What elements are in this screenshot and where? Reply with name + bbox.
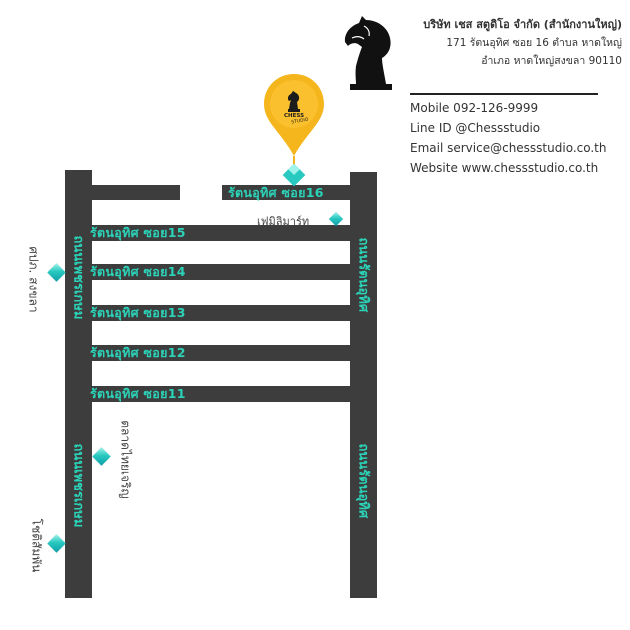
road-label-right-main-upper: ถนนรัตนอุทิศ	[355, 237, 371, 313]
road-label-right-main-lower: ถนนรัตนอุทิศ	[355, 443, 371, 519]
contact-info: Mobile 092-126-9999 Line ID @Chessstudio…	[410, 98, 607, 178]
location-pin-icon	[264, 74, 324, 187]
landmark-familymart: เฟมิลิมาร์ท	[257, 215, 310, 228]
pin-label-line1: CHESS	[284, 113, 305, 119]
road-label-soi16: รัตนอุทิศ ซอย16	[228, 185, 324, 200]
school-marker-icon[interactable]	[47, 534, 66, 553]
company-address-line2: อำเภอ หาดใหญ่สงขลา 90110	[481, 55, 622, 67]
company-address-line1: 171 รัตนอุทิศ ซอย 16 ตำบล หาดใหญ่	[446, 37, 622, 49]
road-soi15[interactable]	[92, 225, 350, 241]
post-office-marker-icon[interactable]	[47, 263, 66, 282]
familymart-marker-icon[interactable]	[328, 211, 344, 227]
road-soi12[interactable]	[92, 345, 350, 361]
road-label-soi12: รัตนอุทิศ ซอย12	[90, 345, 186, 360]
contact-mobile[interactable]: Mobile 092-126-9999	[410, 101, 539, 115]
landmark-post-office: ศปภ. สงขลา	[26, 246, 41, 313]
chess-knight-logo-icon	[344, 16, 392, 90]
landmark-school: โชติสัมพัน	[29, 518, 44, 573]
contact-website[interactable]: Website www.chessstudio.co.th	[410, 161, 599, 175]
road-soi16-left[interactable]	[92, 185, 180, 200]
company-logo	[340, 14, 402, 96]
road-label-soi13: รัตนอุทิศ ซอย13	[90, 305, 186, 320]
road-soi11[interactable]	[92, 386, 350, 402]
contact-line-id[interactable]: Line ID @Chessstudio	[410, 121, 541, 135]
road-label-soi11: รัตนอุทิศ ซอย11	[90, 386, 186, 401]
company-name: บริษัท เชส สตูดิโอ จำกัด (สำนักงานใหญ่)	[423, 18, 622, 31]
road-soi16-right[interactable]	[222, 185, 350, 200]
company-address: บริษัท เชส สตูดิโอ จำกัด (สำนักงานใหญ่) …	[400, 16, 622, 70]
road-label-soi14: รัตนอุทิศ ซอย14	[90, 264, 186, 279]
road-soi13[interactable]	[92, 305, 350, 321]
road-label-left-main-lower: ถนนเพชรเกษม	[70, 443, 86, 528]
chess-studio-location-pin[interactable]: CHESS STUDIO	[263, 72, 325, 196]
road-soi14[interactable]	[92, 264, 350, 280]
divider	[410, 93, 598, 95]
road-left-main[interactable]	[65, 170, 92, 598]
market-marker-icon[interactable]	[92, 447, 111, 466]
road-label-soi15: รัตนอุทิศ ซอย15	[90, 225, 186, 240]
road-right-main[interactable]	[350, 172, 377, 598]
landmark-market: ตลาดไทยเจริญ	[118, 420, 133, 499]
contact-email[interactable]: Email service@chessstudio.co.th	[410, 141, 607, 155]
road-label-left-main-upper: ถนนเพชรเกษม	[70, 235, 86, 320]
